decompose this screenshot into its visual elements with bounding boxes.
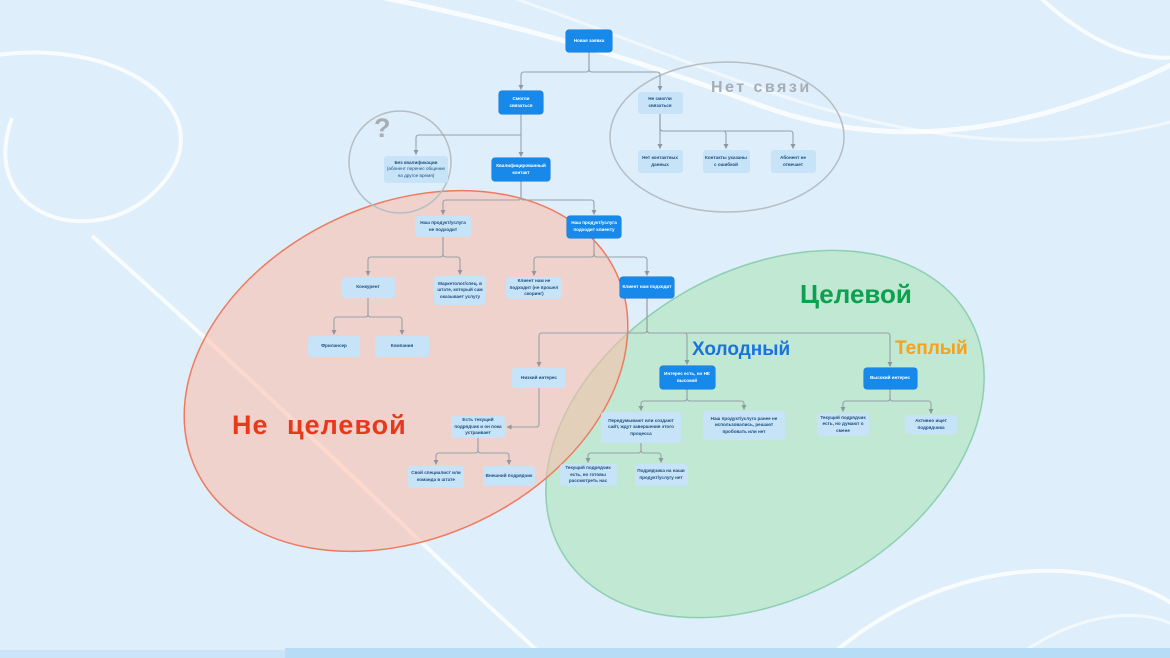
- node-wrong-contacts[interactable]: Контакты указаны с ошибкой: [702, 150, 750, 173]
- node-vendor-change[interactable]: Текущий подрядчик есть, но думают о смен…: [817, 413, 869, 436]
- zone-label-question-mark[interactable]: ?: [374, 113, 391, 143]
- node-qualified[interactable]: Квалифицированный контакт: [492, 158, 550, 181]
- connector: [659, 114, 796, 149]
- connector: [640, 443, 664, 463]
- zone-label-no-connection[interactable]: Нет связи: [711, 79, 812, 96]
- node-no-answer[interactable]: Абонент не отвечает: [770, 150, 816, 173]
- connector: [593, 238, 650, 276]
- node-never-used[interactable]: Наш продукт/услуга ранее не использовали…: [703, 411, 785, 440]
- node-mid-interest[interactable]: Интерес есть, но НЕ высокий: [659, 366, 715, 389]
- node-not-contacted[interactable]: Не смогли связаться: [637, 92, 683, 114]
- zone-label-target[interactable]: Целевой: [800, 279, 912, 309]
- node-freelancer[interactable]: Фрилансер: [308, 336, 360, 357]
- connector: [646, 298, 893, 367]
- node-has-vendor-ok[interactable]: Есть текущий подрядчик и он пока устраив…: [451, 416, 505, 438]
- connector: [442, 237, 463, 275]
- zone-label-warm[interactable]: Теплый: [895, 338, 968, 359]
- node-company[interactable]: Компания: [375, 336, 429, 357]
- connector: [686, 389, 747, 410]
- edges-layer: [331, 52, 934, 465]
- connector: [413, 134, 521, 155]
- node-thinking[interactable]: Передумывают или создают сайт, ждут заве…: [601, 412, 681, 443]
- zone-label-cold[interactable]: Холодный: [692, 339, 791, 360]
- connector: [367, 298, 405, 335]
- zone-label-non-target[interactable]: Не целевой: [232, 410, 407, 440]
- node-contacted[interactable]: Смогли связаться: [499, 91, 543, 114]
- node-no-contacts[interactable]: Нет контактных данных: [637, 150, 683, 173]
- node-high-interest[interactable]: Высокий интерес: [863, 368, 917, 389]
- question-circle[interactable]: [348, 110, 452, 214]
- node-vendor-but-open[interactable]: Текущий подрядчик есть, но готовы рассмо…: [559, 464, 617, 486]
- node-client-fit[interactable]: Клиент нам подходит: [620, 277, 674, 298]
- node-not-fit[interactable]: Наш продукт/услуга не подходит: [415, 216, 471, 237]
- node-new-request[interactable]: Новая заявка: [566, 30, 612, 52]
- zone-ellipse-no-connection[interactable]: [609, 61, 845, 213]
- node-active-search[interactable]: Активно ищет подрядчика: [904, 415, 958, 434]
- connector: [518, 52, 590, 90]
- connector: [588, 52, 663, 91]
- connector: [477, 438, 512, 465]
- connector: [520, 181, 597, 215]
- node-fit[interactable]: Наш продукт/услуга подходит клиенту: [567, 216, 621, 238]
- connector: [506, 388, 540, 430]
- node-inhouse[interactable]: Свой специалист или команда в штате: [408, 466, 464, 488]
- node-marketer[interactable]: Маркетолог/спец. в штате, который сам ок…: [434, 276, 486, 305]
- node-competitor[interactable]: Конкурент: [341, 277, 395, 298]
- node-no-vendor[interactable]: Подрядчика на наши продукт/услугу нет: [634, 464, 688, 486]
- node-client-not-fit[interactable]: Клиент нам не подходит (не прошел скорин…: [506, 277, 562, 299]
- connector: [889, 389, 934, 414]
- node-no-qual[interactable]: Без квалификации(абонент перенес общение…: [384, 156, 448, 183]
- node-external[interactable]: Внешний подрядчик: [483, 466, 535, 486]
- node-low-interest[interactable]: Низкий интерес: [512, 368, 566, 388]
